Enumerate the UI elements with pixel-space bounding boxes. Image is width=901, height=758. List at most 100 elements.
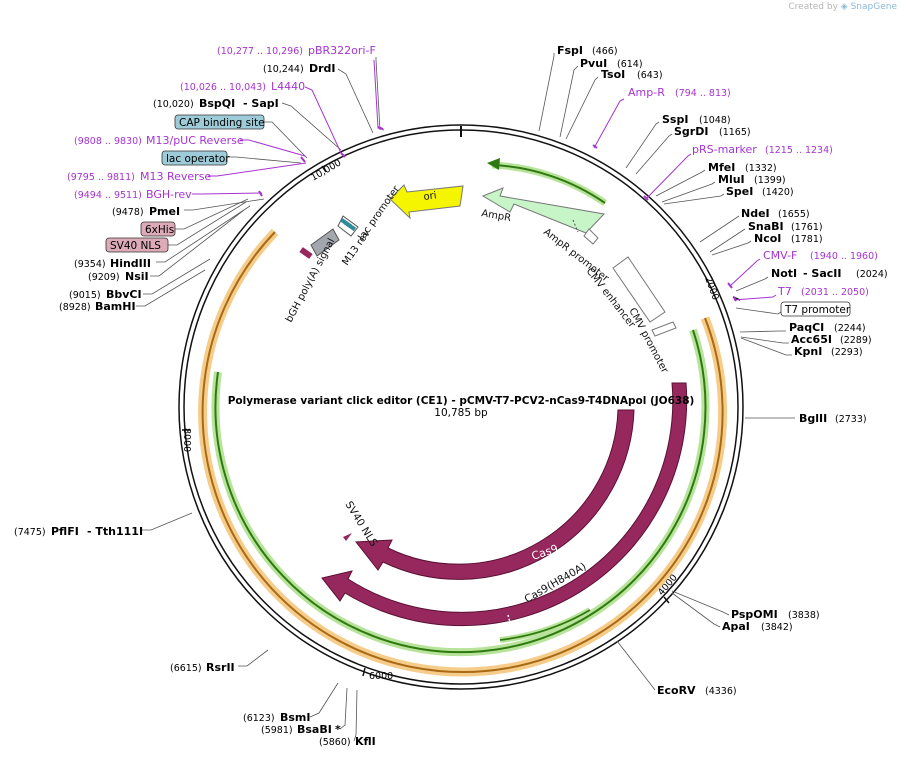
connector-sspi	[625, 121, 660, 169]
connector-m13rev	[208, 162, 307, 177]
label-fspi[interactable]: FspI	[557, 44, 583, 57]
connector-pmei	[184, 198, 265, 211]
box-lac-operator[interactable]	[161, 150, 228, 166]
connector-apai	[671, 592, 721, 628]
primer-site-l4440	[340, 152, 346, 158]
box-sv40-nls[interactable]	[105, 237, 169, 253]
label-noti[interactable]: NotI	[771, 267, 797, 280]
label-rsrii-pos: (6615)	[170, 663, 202, 674]
label-bglii[interactable]: BglII	[799, 412, 827, 425]
connector-sv40nls	[168, 201, 247, 246]
tick-mark-4000	[663, 596, 670, 604]
label-bamhi[interactable]: BamHI	[95, 300, 136, 313]
label-nsii[interactable]: NsiI	[125, 270, 149, 283]
connector-mlui	[661, 181, 716, 203]
label-sspi[interactable]: SspI	[662, 113, 688, 126]
feature-bgh-label: bGH poly(A) signal	[284, 237, 338, 325]
feature-lac-operator[interactable]	[343, 220, 357, 232]
label-pvui[interactable]: PvuI	[580, 57, 607, 70]
credit-brand: SnapGene	[850, 2, 897, 12]
feature-sv40-nls[interactable]	[343, 533, 352, 541]
label-sapi[interactable]: - SapI	[243, 97, 279, 110]
label-ecorv[interactable]: EcoRV	[657, 684, 696, 697]
label-bglii-pos: (2733)	[835, 414, 867, 425]
label-rsrii[interactable]: RsrII	[206, 661, 235, 674]
label-kfli[interactable]: KflI	[355, 735, 376, 748]
connector-bsabi	[339, 687, 348, 730]
connector-fspi	[538, 53, 555, 132]
label-bsabi-pos: (5981)	[261, 725, 293, 736]
label-kpni[interactable]: KpnI	[794, 345, 822, 358]
label-m13rev-pos: (9795 .. 9811)	[67, 172, 135, 183]
primer-site-bghrev	[258, 190, 263, 197]
label-m13puc-pos: (9808 .. 9830)	[74, 136, 142, 147]
label-acc65i[interactable]: Acc65I	[791, 333, 832, 346]
label-spei-pos: (1420)	[762, 187, 794, 198]
connector-mfei	[655, 169, 706, 197]
label-sacii[interactable]: - SacII	[803, 267, 841, 280]
label-spei[interactable]: SpeI	[726, 185, 753, 198]
box-cap-binding-site[interactable]	[174, 114, 265, 130]
label-amp-r-primer[interactable]: Amp-R	[628, 86, 665, 99]
label-l4440[interactable]: L4440	[271, 80, 305, 93]
label-bbvci[interactable]: BbvCI	[106, 288, 142, 301]
feature-cas9[interactable]	[355, 409, 635, 580]
label-cmv-f-pos: (1940 .. 1960)	[810, 251, 878, 262]
box-6xhis[interactable]	[140, 221, 176, 237]
label-hindiii[interactable]: HindIII	[110, 257, 151, 270]
feature-ampr-promoter[interactable]	[583, 228, 599, 245]
label-prs-marker[interactable]: pRS-marker	[692, 143, 757, 156]
label-nsii-pos: (9209)	[88, 272, 120, 283]
label-bghrev-pos: (9494 .. 9511)	[74, 190, 142, 201]
connector-paqci	[739, 330, 786, 333]
label-mfei[interactable]: MfeI	[708, 161, 735, 174]
feature-cmv-enhancer[interactable]	[612, 256, 666, 323]
label-pspomi[interactable]: PspOMI	[731, 608, 778, 621]
label-bghrev[interactable]: BGH-rev	[146, 188, 192, 201]
label-pbr322ori-f[interactable]: pBR322ori-F	[308, 44, 376, 57]
label-ncoi-pos: (1781)	[791, 234, 823, 245]
label-kfli-pos: (5860)	[319, 737, 351, 748]
label-tth111i[interactable]: - Tth111I	[87, 525, 143, 538]
label-mlui[interactable]: MluI	[718, 173, 745, 186]
label-bspqi[interactable]: BspQI	[199, 97, 235, 110]
feature-ori[interactable]	[389, 184, 464, 220]
orf-green-inner-core	[214, 329, 707, 654]
label-bsabi[interactable]: BsaBI	[297, 723, 332, 736]
label-t7-pos: (2031 .. 2050)	[801, 287, 869, 298]
primer-site-cmvf	[727, 282, 733, 289]
label-cmv-f[interactable]: CMV-F	[763, 249, 797, 262]
label-pmei-pos: (9478)	[112, 207, 144, 218]
feature-cas9-h840a[interactable]	[321, 382, 688, 627]
connector-hindiii	[156, 205, 251, 263]
label-bsmi[interactable]: BsmI	[280, 711, 311, 724]
connector-nsii	[150, 209, 245, 277]
label-paqci[interactable]: PaqCI	[789, 321, 824, 334]
label-ndei-pos: (1655)	[778, 209, 810, 220]
plasmid-title: Polymerase variant click editor (CE1) - …	[228, 395, 695, 407]
label-t7[interactable]: T7	[777, 285, 792, 298]
label-sgrdi-pos: (1165)	[719, 127, 751, 138]
orf-orange-outer-core	[201, 231, 724, 673]
label-pflfi[interactable]: PflFI	[51, 525, 79, 538]
feature-bgh-polya[interactable]	[310, 228, 340, 257]
label-sgrdi[interactable]: SgrDI	[674, 125, 708, 138]
label-drdi[interactable]: DrdI	[309, 62, 336, 75]
primer-site-m13puc	[300, 156, 306, 163]
label-pmei[interactable]: PmeI	[149, 205, 180, 218]
label-ncoi[interactable]: NcoI	[754, 232, 781, 245]
label-6xhis: 6xHis	[145, 224, 174, 236]
feature-cmv-promoter[interactable]	[651, 321, 677, 337]
connector-ndei	[699, 215, 740, 243]
feature-his-tag[interactable]	[299, 247, 313, 259]
connector-cmvf	[729, 258, 761, 287]
label-tsoi[interactable]: TsoI	[601, 68, 625, 81]
connector-noti	[735, 276, 769, 292]
orf-green-top-core	[491, 164, 606, 204]
label-m13puc[interactable]: M13/pUC Reverse	[146, 134, 244, 147]
label-snabi[interactable]: SnaBI	[748, 220, 784, 233]
label-m13rev[interactable]: M13 Reverse	[140, 170, 211, 183]
label-ndei[interactable]: NdeI	[741, 207, 770, 220]
box-t7-promoter[interactable]	[780, 301, 851, 317]
label-apai[interactable]: ApaI	[722, 620, 750, 633]
